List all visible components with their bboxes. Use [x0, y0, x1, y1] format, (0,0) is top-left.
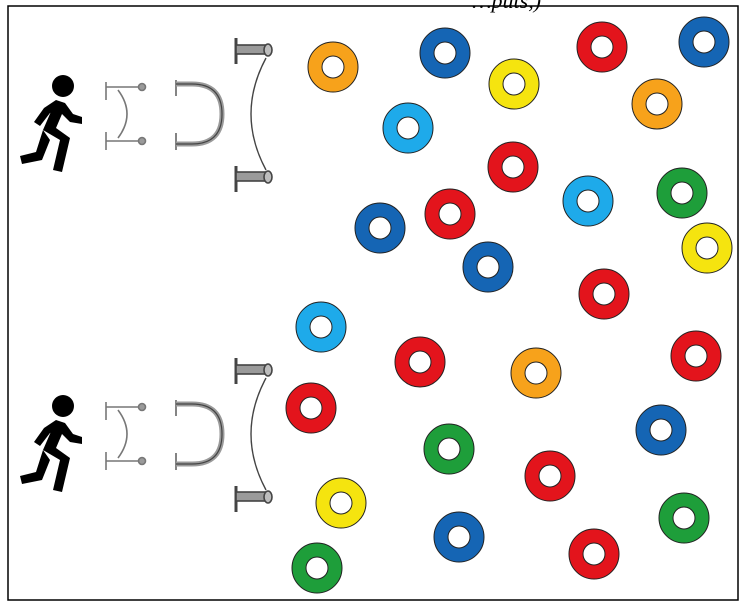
- tall-hurdle-icon: [234, 38, 273, 192]
- ring-orange: [510, 347, 562, 399]
- running-person-icon: [20, 75, 82, 172]
- ring-red: [578, 268, 630, 320]
- ring-blue: [433, 511, 485, 563]
- small-hurdle-icon: [105, 402, 147, 470]
- ring-blue: [419, 27, 471, 79]
- ring-green: [291, 542, 343, 594]
- ring-red: [524, 450, 576, 502]
- ring-red: [424, 188, 476, 240]
- ring-light-blue: [295, 301, 347, 353]
- ring-yellow: [488, 58, 540, 110]
- tall-hurdle-icon: [234, 358, 273, 512]
- ring-blue: [635, 404, 687, 456]
- ring-red: [576, 21, 628, 73]
- ring-green: [423, 423, 475, 475]
- ring-orange: [307, 41, 359, 93]
- ring-red: [568, 528, 620, 580]
- ring-blue: [354, 202, 406, 254]
- ring-green: [658, 492, 710, 544]
- ring-green: [656, 167, 708, 219]
- ring-light-blue: [382, 102, 434, 154]
- ring-blue: [678, 16, 730, 68]
- ring-red: [670, 330, 722, 382]
- small-hurdle-icon: [105, 82, 147, 150]
- ring-yellow: [681, 222, 733, 274]
- ring-yellow: [315, 477, 367, 529]
- ring-light-blue: [562, 175, 614, 227]
- running-person-icon: [20, 395, 82, 492]
- u-hurdle-icon: [175, 80, 225, 150]
- ring-red: [285, 382, 337, 434]
- ring-red: [487, 141, 539, 193]
- diagram-frame: [7, 5, 739, 601]
- ring-red: [394, 336, 446, 388]
- ring-orange: [631, 78, 683, 130]
- u-hurdle-icon: [175, 400, 225, 470]
- ring-blue: [462, 241, 514, 293]
